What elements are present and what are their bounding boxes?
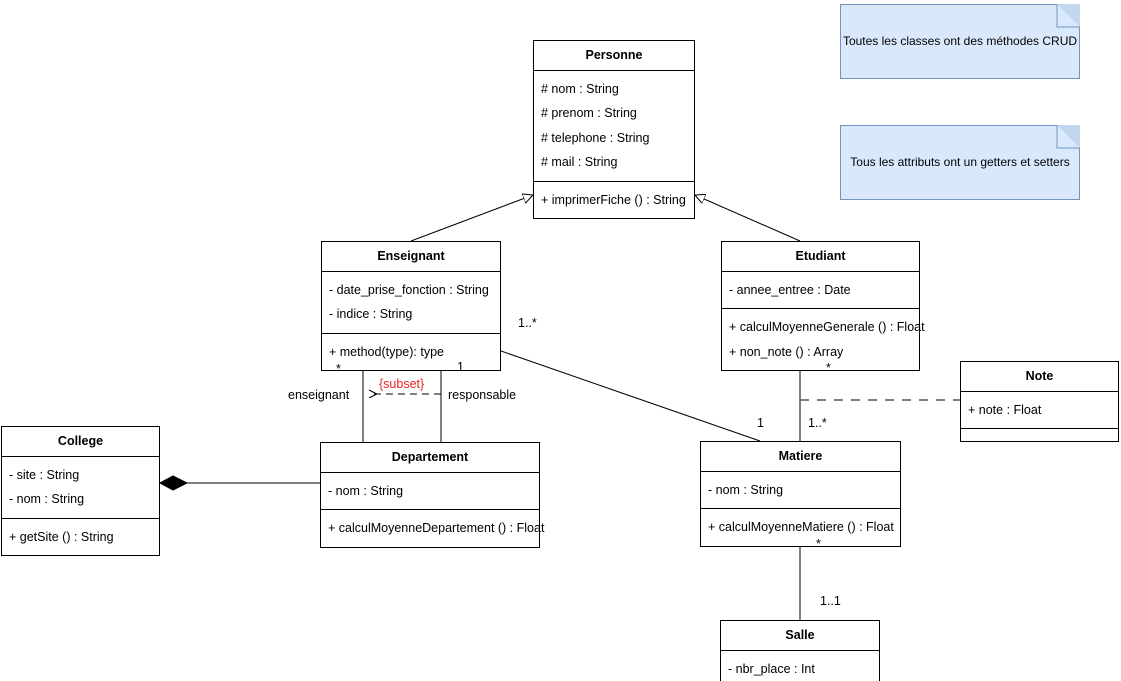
class-matiere-methods: + calculMoyenneMatiere () : Float [701, 509, 900, 546]
attribute-row: # prenom : String [541, 106, 637, 120]
method-row: + non_note () : Array [729, 344, 844, 359]
class-college-attributes: - site : String - nom : String [2, 457, 159, 519]
class-matiere-title: Matiere [701, 442, 900, 472]
class-departement-title: Departement [321, 443, 539, 473]
attribute-row: - nom : String [708, 482, 784, 497]
class-departement-attributes: - nom : String [321, 473, 539, 510]
class-etudiant-methods: + calculMoyenneGenerale () : Float + non… [722, 309, 925, 370]
class-note-methods [961, 429, 1118, 441]
class-matiere-attributes: - nom : String [701, 472, 900, 509]
class-matiere[interactable]: Matiere - nom : String + calculMoyenneMa… [700, 441, 901, 547]
label-matiere-enseignant-multiplicity: 1 [757, 416, 764, 430]
class-personne-title: Personne [534, 41, 694, 71]
label-responsable-dept-multiplicity: 1 [457, 360, 464, 374]
class-salle[interactable]: Salle - nbr_place : Int [720, 620, 880, 681]
attribute-row: - date_prise_fonction : String [329, 282, 489, 297]
attribute-row: - site : String [9, 467, 80, 482]
class-departement-methods: + calculMoyenneDepartement () : Float [321, 510, 545, 547]
method-row: + getSite () : String [9, 529, 114, 544]
method-row: + calculMoyenneMatiere () : Float [708, 520, 894, 534]
class-enseignant-methods: + method(type): type [322, 334, 500, 371]
label-matiere-salle-multiplicity: * [816, 537, 821, 551]
class-etudiant[interactable]: Etudiant - annee_entree : Date + calculM… [721, 241, 925, 371]
class-enseignant-attributes: - date_prise_fonction : String - indice … [322, 272, 500, 334]
class-note-title: Note [961, 362, 1118, 392]
class-departement[interactable]: Departement - nom : String + calculMoyen… [320, 442, 545, 548]
attribute-row: - annee_entree : Date [729, 282, 851, 297]
note-crud-text: Toutes les classes ont des méthodes CRUD [842, 34, 1078, 49]
generalization-enseignant-personne [410, 195, 533, 242]
note-fold-icon [1057, 4, 1080, 27]
method-row: + calculMoyenneGenerale () : Float [729, 320, 925, 334]
class-college-title: College [2, 427, 159, 457]
label-salle-matiere-multiplicity: 1..1 [820, 594, 841, 608]
note-fold-icon [1057, 125, 1080, 148]
attribute-row: + note : Float [968, 402, 1042, 417]
generalization-etudiant-personne [695, 195, 801, 242]
class-personne[interactable]: Personne # nom : String # prenom : Strin… [533, 40, 695, 219]
attribute-row: - indice : String [329, 307, 413, 321]
label-matiere-etudiant-multiplicity: 1..* [808, 416, 827, 430]
class-note[interactable]: Note + note : Float [960, 361, 1119, 442]
class-college[interactable]: College - site : String - nom : String +… [1, 426, 160, 556]
class-salle-attributes: - nbr_place : Int [721, 651, 879, 681]
class-personne-methods: + imprimerFiche () : String [534, 182, 694, 219]
class-college-methods: + getSite () : String [2, 519, 159, 556]
label-subset-constraint: {subset} [379, 377, 425, 391]
note-getters-setters[interactable]: Tous les attributs ont un getters et set… [840, 125, 1080, 200]
method-row: + calculMoyenneDepartement () : Float [328, 521, 545, 535]
attribute-row: - nom : String [328, 483, 404, 498]
class-salle-title: Salle [721, 621, 879, 651]
attribute-row: # telephone : String [541, 130, 650, 145]
attribute-row: # nom : String [541, 81, 619, 96]
attribute-row: - nom : String [9, 492, 85, 506]
class-enseignant-title: Enseignant [322, 242, 500, 272]
method-row: + method(type): type [329, 344, 444, 359]
attribute-row: - nbr_place : Int [728, 661, 815, 676]
label-enseignant-matiere-multiplicity: 1..* [518, 316, 537, 330]
label-enseignant-dept-multiplicity: * [336, 362, 341, 376]
method-row: + imprimerFiche () : String [541, 192, 686, 207]
class-personne-attributes: # nom : String # prenom : String # telep… [534, 71, 694, 182]
label-responsable-role: responsable [448, 388, 517, 402]
class-etudiant-title: Etudiant [722, 242, 919, 272]
class-etudiant-attributes: - annee_entree : Date [722, 272, 919, 309]
attribute-row: # mail : String [541, 155, 618, 169]
class-enseignant[interactable]: Enseignant - date_prise_fonction : Strin… [321, 241, 501, 371]
note-getters-setters-text: Tous les attributs ont un getters et set… [850, 155, 1070, 170]
note-crud[interactable]: Toutes les classes ont des méthodes CRUD [840, 4, 1080, 79]
label-etudiant-note-multiplicity: * [826, 361, 831, 375]
class-note-attributes: + note : Float [961, 392, 1118, 429]
composition-college-departement [158, 475, 320, 491]
label-enseignant-role: enseignant [288, 388, 350, 402]
